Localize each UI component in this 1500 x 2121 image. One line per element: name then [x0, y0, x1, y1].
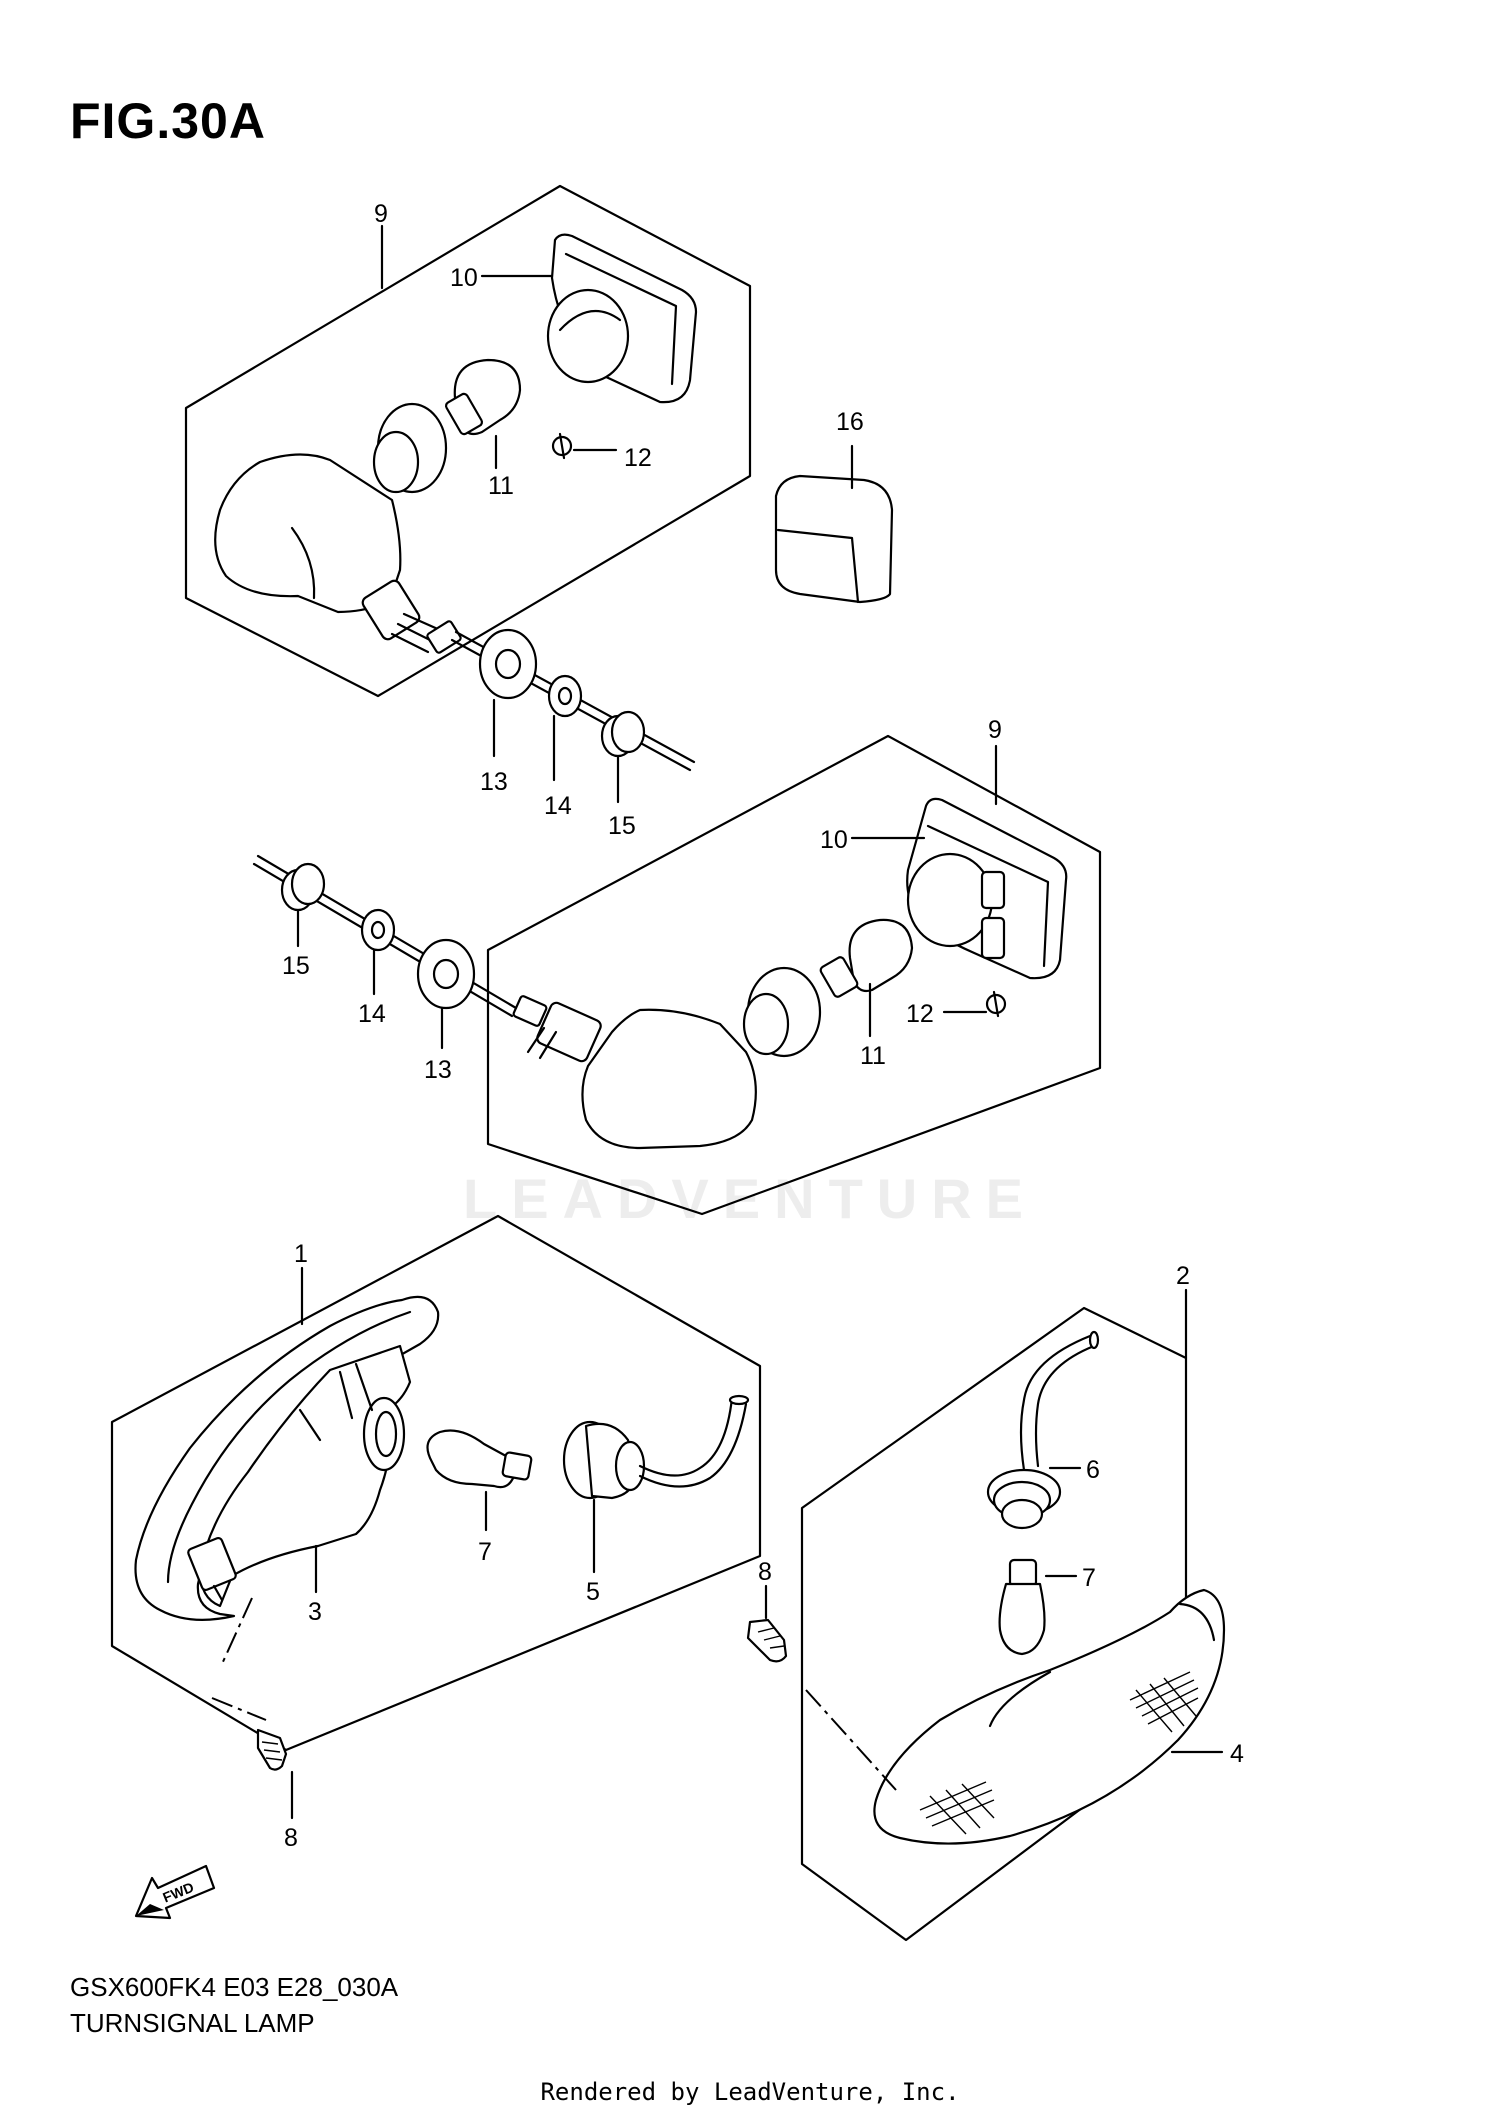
callout-11-upper: 11 [488, 472, 514, 500]
assembly-group-1 [110, 1214, 762, 1820]
callout-3: 3 [308, 1598, 322, 1626]
callout-9-lower: 9 [988, 716, 1002, 744]
callout-13-upper: 13 [480, 768, 508, 796]
model-code: GSX600FK4 E03 E28_030A [70, 1972, 399, 2002]
callout-10-upper: 10 [450, 264, 478, 292]
callout-13-lower: 13 [424, 1056, 452, 1084]
assembly-group-2 [746, 1288, 1226, 1942]
figure-title: FIG.30A [70, 93, 266, 149]
callout-14-upper: 14 [544, 792, 572, 820]
callout-15-upper: 15 [608, 812, 636, 840]
callout-1: 1 [294, 1240, 308, 1268]
callout-9-upper: 9 [374, 200, 388, 228]
callout-4: 4 [1230, 1740, 1244, 1768]
callout-10-lower: 10 [820, 826, 848, 854]
part-16-cover [774, 444, 894, 604]
callout-5: 5 [586, 1578, 600, 1606]
callout-16: 16 [836, 408, 864, 436]
callout-8-right: 8 [758, 1558, 772, 1586]
fwd-arrow-icon: FWD [134, 1864, 216, 1920]
callout-12-upper: 12 [624, 444, 652, 472]
render-credit: Rendered by LeadVenture, Inc. [540, 2078, 960, 2106]
callout-6: 6 [1086, 1456, 1100, 1484]
diagram-caption: TURNSIGNAL LAMP [70, 2008, 315, 2038]
callout-8-left: 8 [284, 1824, 298, 1852]
callout-7-right: 7 [1082, 1564, 1096, 1592]
callout-labels: 9 10 12 11 16 13 14 15 9 10 11 12 15 14 … [282, 200, 1244, 1852]
callout-15-lower: 15 [282, 952, 310, 980]
assembly-group-9-lower [252, 734, 1102, 1216]
callout-12-lower: 12 [906, 1000, 934, 1028]
callout-11-lower: 11 [860, 1042, 886, 1070]
callout-14-lower: 14 [358, 1000, 386, 1028]
callout-7-left: 7 [478, 1538, 492, 1566]
callout-2: 2 [1176, 1262, 1190, 1290]
assembly-group-9-upper [184, 184, 752, 804]
